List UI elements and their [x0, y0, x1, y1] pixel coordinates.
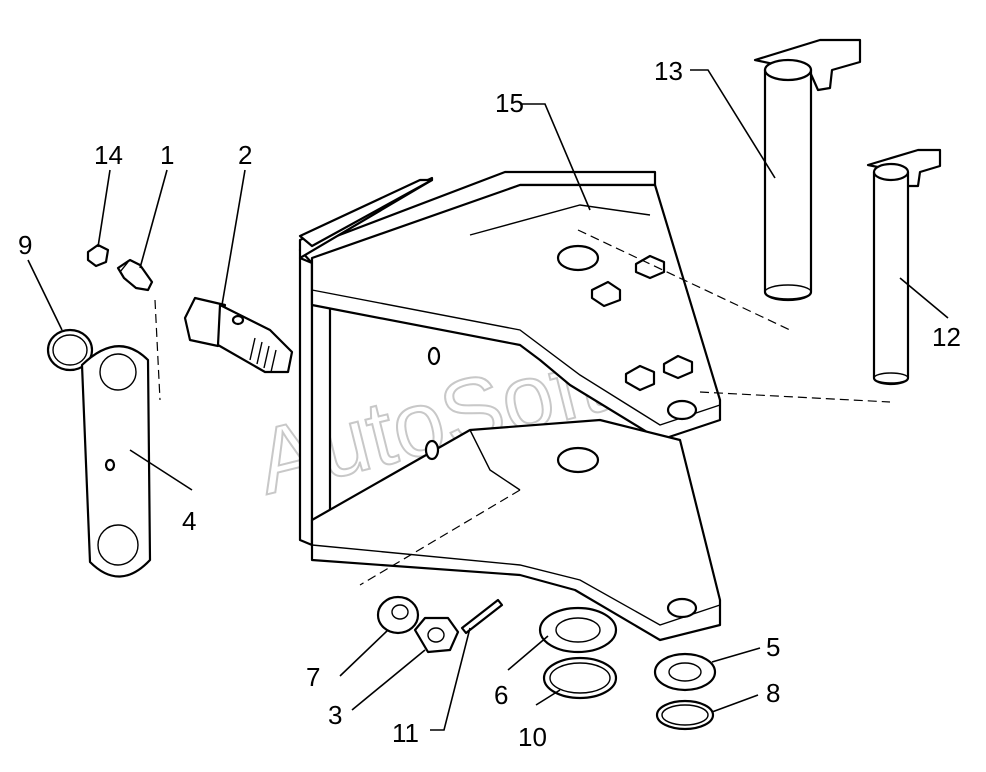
- callout-8: 8: [766, 678, 780, 708]
- part-11-cotter-pin: [460, 598, 504, 635]
- callout-12: 12: [932, 322, 961, 352]
- callout-10: 10: [518, 722, 547, 752]
- callout-15: 15: [495, 88, 524, 118]
- callout-5: 5: [766, 632, 780, 662]
- part-14-cap: [86, 243, 110, 268]
- callout-13: 13: [654, 56, 683, 86]
- part-13-long-pin: [753, 38, 862, 302]
- callout-9: 9: [18, 230, 32, 260]
- callout-6: 6: [494, 680, 508, 710]
- part-5-washer: [653, 652, 717, 692]
- fitting-axis: [154, 299, 161, 401]
- callout-3: 3: [328, 700, 342, 730]
- callout-14: 14: [94, 140, 123, 170]
- part-7-washer: [376, 595, 420, 635]
- part-3-castle-nut: [413, 616, 460, 654]
- part-4-plate: [80, 345, 152, 578]
- callout-2: 2: [238, 140, 252, 170]
- part-12-short-pin: [866, 148, 942, 386]
- part-6-washer: [538, 606, 618, 654]
- callout-1: 1: [160, 140, 174, 170]
- callout-4: 4: [182, 506, 196, 536]
- leader-lines: [27, 69, 949, 731]
- part-9-snap-ring: [46, 328, 94, 372]
- part-1-fitting: [116, 258, 154, 292]
- part-2-threaded-bolt: [183, 296, 294, 374]
- part-8-snap-ring: [655, 699, 715, 731]
- part-15-bracket: [298, 170, 891, 642]
- part-10-snap-ring: [542, 656, 618, 700]
- callout-11: 11: [392, 718, 419, 748]
- callout-7: 7: [306, 662, 320, 692]
